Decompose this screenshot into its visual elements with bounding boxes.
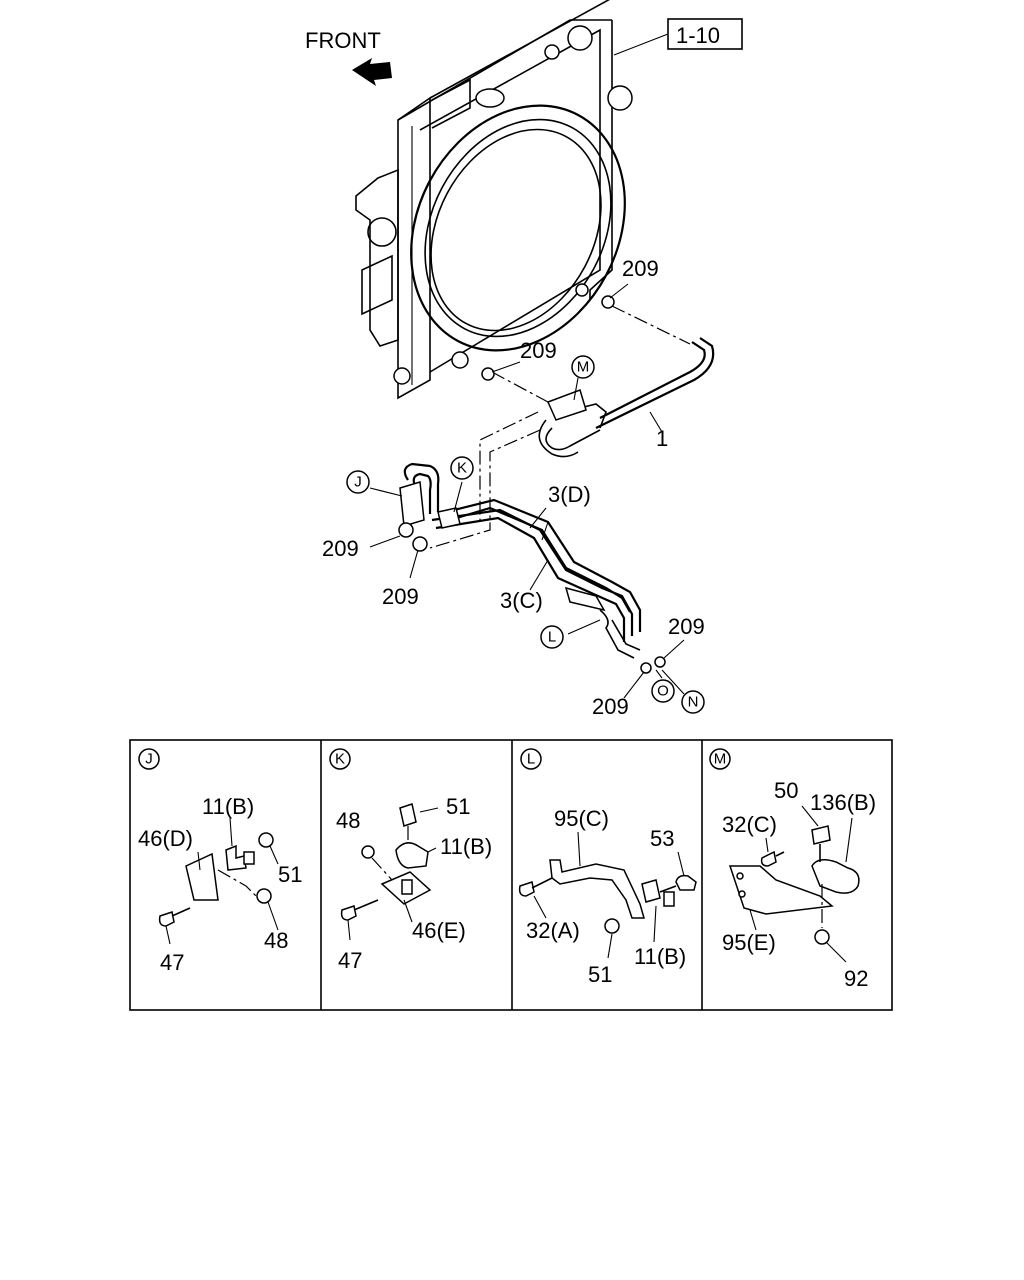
part-label-209: 209 (622, 256, 659, 281)
panel-label: 92 (844, 966, 868, 991)
panel-id: L (527, 751, 535, 768)
detail-panel-k: K 51 48 11(B) 47 46(E) (329, 748, 492, 973)
panel-label: 32(A) (526, 918, 580, 943)
front-arrow-icon (352, 58, 392, 86)
part-label-209: 209 (668, 614, 705, 639)
pipe-1 (538, 337, 715, 458)
svg-text:J: J (354, 474, 362, 491)
callout-j: J (346, 470, 370, 494)
part-label-209: 209 (520, 338, 557, 363)
panel-label: 51 (446, 794, 470, 819)
panel-label: 47 (338, 948, 362, 973)
bracket-j (398, 462, 461, 552)
panel-label: 53 (650, 826, 674, 851)
panel-label: 50 (774, 778, 798, 803)
panel-label: 48 (264, 928, 288, 953)
part-label-209: 209 (322, 536, 359, 561)
part-label-3c: 3(C) (500, 588, 543, 613)
panel-label: 46(E) (412, 918, 466, 943)
leader-lines (369, 283, 685, 699)
panel-label: 46(D) (138, 826, 193, 851)
panel-label: 47 (160, 950, 184, 975)
panel-id: M (714, 751, 727, 768)
svg-text:K: K (457, 460, 467, 477)
connection-line (491, 371, 549, 403)
panel-label: 136(B) (810, 790, 876, 815)
panel-label: 11(B) (440, 834, 492, 859)
pipes-3 (431, 498, 642, 659)
radiator-assembly (355, 0, 633, 400)
callout-m: M (571, 355, 595, 379)
callout-n: N (681, 690, 705, 714)
panel-id: K (335, 751, 345, 768)
panel-label: 11(B) (202, 794, 254, 819)
front-label: FRONT (305, 28, 381, 53)
panel-label: 11(B) (634, 944, 686, 969)
svg-text:M: M (577, 359, 590, 376)
part-label-3d: 3(D) (548, 482, 591, 507)
part-label-209: 209 (592, 694, 629, 719)
svg-text:O: O (657, 683, 669, 700)
panel-id: J (145, 751, 153, 768)
callout-l: L (540, 625, 564, 649)
panel-label: 32(C) (722, 812, 777, 837)
part-label-209: 209 (382, 584, 419, 609)
panel-label: 95(C) (554, 806, 609, 831)
connection-line (611, 305, 691, 345)
panel-label: 48 (336, 808, 360, 833)
svg-text:L: L (548, 629, 556, 646)
panel-label: 95(E) (722, 930, 776, 955)
callout-o: O (651, 679, 675, 703)
callout-k: K (450, 456, 474, 480)
panel-label: 51 (278, 862, 302, 887)
reference-box: 1-10 (613, 18, 743, 56)
svg-text:N: N (688, 694, 699, 711)
connection-line (429, 429, 541, 549)
part-label-1: 1 (656, 426, 668, 451)
connection-line (479, 411, 539, 520)
detail-panel-m: M 50 136(B) 32(C) 95(E) 92 (709, 748, 876, 991)
reference-box-label: 1-10 (676, 23, 720, 48)
panel-label: 51 (588, 962, 612, 987)
detail-panel-j: J 11(B) 46(D) 51 48 47 (138, 748, 302, 975)
fitting-209 (481, 295, 666, 674)
detail-panels (129, 739, 893, 1011)
detail-panel-l: L 95(C) 53 32(A) 51 11(B) (518, 748, 697, 987)
